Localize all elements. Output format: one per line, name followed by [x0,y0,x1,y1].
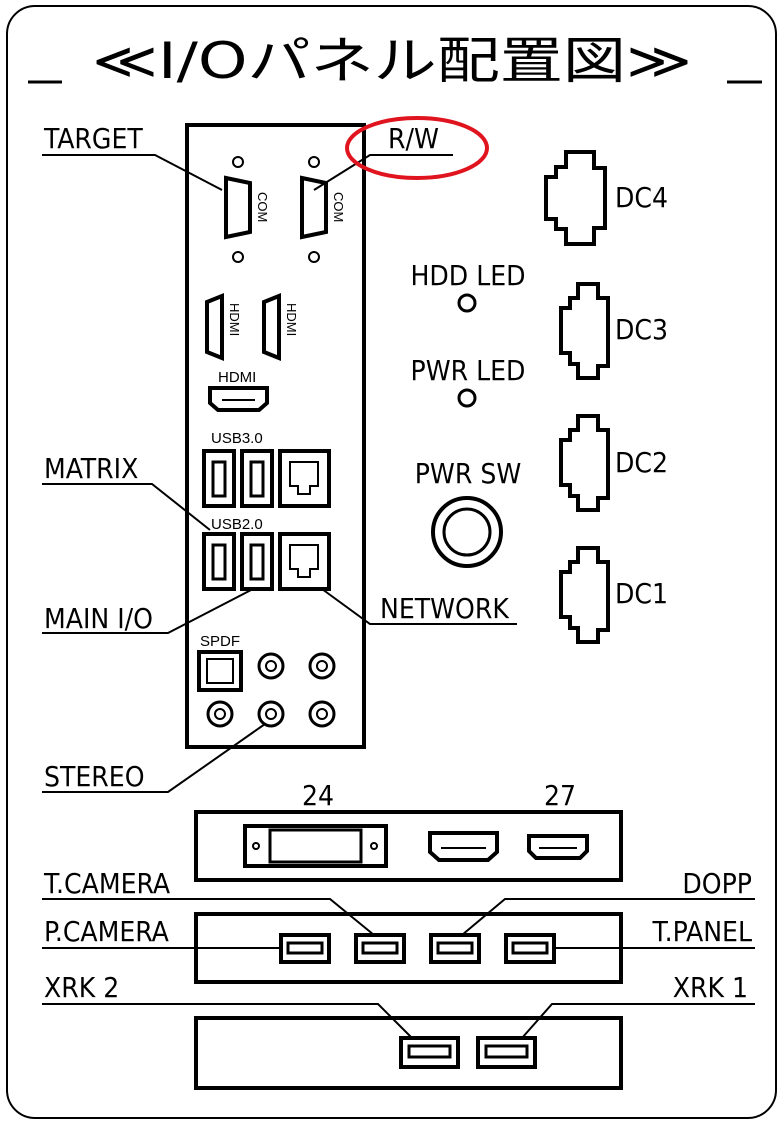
label-target: TARGET [43,122,143,155]
usb20-label: USB2.0 [211,516,263,533]
lan-port-2 [278,532,331,591]
monitor-panel [194,810,623,882]
leader-dopp [461,898,755,936]
leader-main-io [42,588,254,634]
lan-port-1 [278,449,331,508]
xrk-usb-panel [194,1016,623,1090]
label-network: NETWORK [380,592,510,625]
leader-xrk1 [521,1003,755,1039]
hdmi-label-1: HDMI [227,303,242,336]
usb-port-xrk2 [399,1036,460,1069]
pwr-led [457,388,477,408]
usb30-port-2 [240,449,274,508]
label-t-panel: T.PANEL [652,915,752,948]
leader-rw [313,154,453,191]
com-label-target: COM [255,192,270,222]
leader-xrk2 [42,1003,413,1039]
hdmi-label-3: HDMI [218,369,256,386]
com-label-rw: COM [331,192,346,222]
audio-jacks [206,652,336,728]
power-switch [431,496,503,568]
usb-port-dopp [429,933,481,964]
dc2-connector [559,414,610,512]
label-xrk1: XRK 1 [673,971,748,1004]
label-pwr-sw: PWR SW [415,457,522,490]
hdmi-label-2: HDMI [284,303,299,336]
hdmi-port-vertical-1: HDMI [205,293,242,361]
dc1-connector [559,546,610,644]
usb30-label: USB3.0 [211,430,263,447]
label-dc4: DC4 [615,181,668,214]
label-pwr-led: PWR LED [411,354,526,387]
label-hdd-led: HDD LED [410,259,525,292]
label-dc1: DC1 [615,577,668,610]
dc4-connector [544,150,607,246]
label-main-io: MAIN I/O [44,602,153,635]
outer-frame [6,5,777,1119]
leader-network [321,588,517,625]
label-xrk2: XRK 2 [44,971,119,1004]
label-24: 24 [302,779,334,812]
leader-stereo [42,723,266,793]
dvi-port [243,824,388,868]
label-dc2: DC2 [615,446,668,479]
usb-port-xrk1 [476,1036,537,1069]
com-port-target: COM [224,156,270,263]
label-dc3: DC3 [615,313,668,346]
hdmi-port-horizontal: HDMI [208,369,269,412]
highlight-circle-rw [345,116,489,180]
hdd-led [457,293,477,313]
spdf-label: SPDF [200,633,240,650]
label-dopp: DOPP [682,867,752,900]
leader-target [42,154,223,191]
rear-io-panel [185,123,366,749]
usb20-port-2 [240,532,274,591]
label-t-camera: T.CAMERA [43,867,171,900]
dc3-connector [559,282,610,380]
label-27: 27 [544,779,576,812]
hdmi-port-vertical-2: HDMI [262,293,299,361]
leader-matrix [42,483,211,531]
spdf-port [197,650,243,692]
label-rw: R/W [388,122,439,155]
leader-t-camera [42,898,375,936]
label-stereo: STEREO [44,760,145,793]
label-matrix: MATRIX [44,452,138,485]
usb30-port-1 [202,449,236,508]
label-p-camera: P.CAMERA [44,915,170,948]
usb-port-t-camera [354,933,406,964]
hdmi-port-24 [428,831,499,862]
hdmi-port-27 [527,834,589,860]
diagram-title: ≪I/Oパネル配置図≫ [92,32,692,90]
com-port-rw: COM [300,156,346,263]
usb20-port-1 [202,532,236,591]
